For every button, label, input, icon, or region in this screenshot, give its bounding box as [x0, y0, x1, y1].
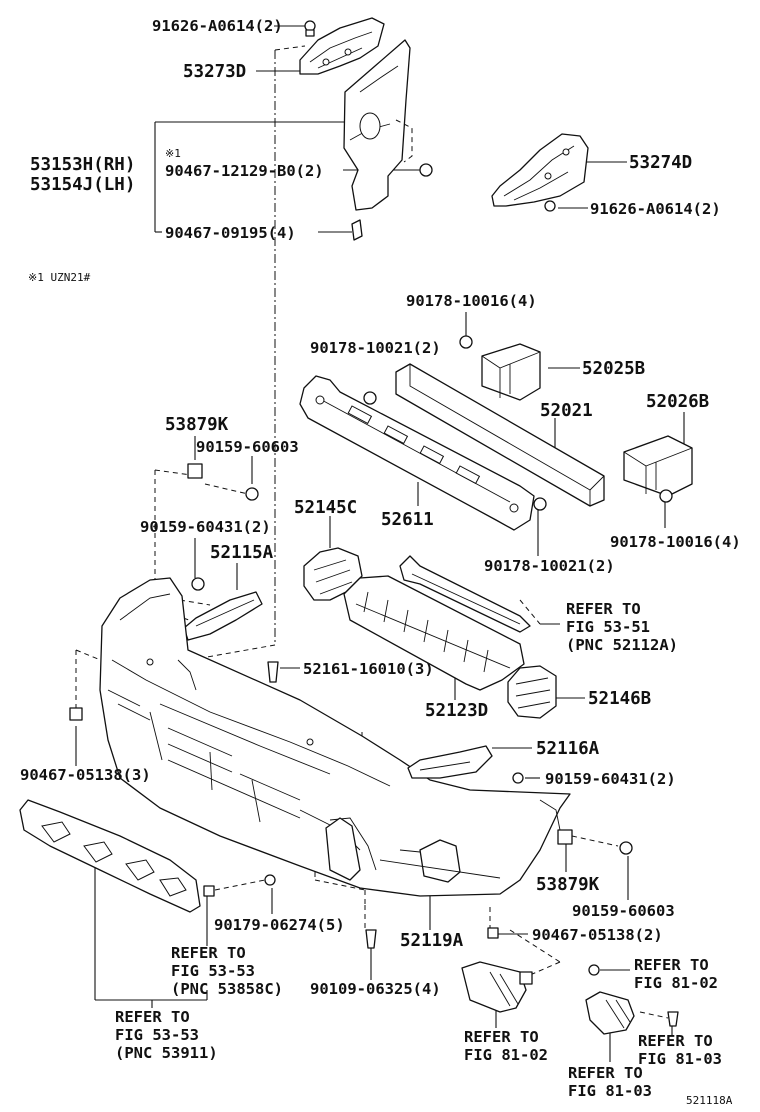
label-52145c: 52145C [294, 498, 357, 518]
label-refer-53-51-line2: FIG 53-51 [566, 618, 650, 636]
label-refer-53-53-line1: REFER TO [171, 944, 246, 962]
label-53879k-right: 53879K [536, 875, 600, 895]
label-53274d: 53274D [629, 153, 692, 173]
label-refer-53-53-line2: FIG 53-53 [171, 962, 255, 980]
clip-91626-top-shape [304, 20, 316, 37]
label-90179-06274: 90179-06274(5) [214, 916, 345, 934]
label-refer-53-51-line1: REFER TO [566, 600, 641, 618]
rail-52112a-shape [399, 555, 531, 633]
spoiler-53911-shape [19, 799, 201, 913]
label-52115a: 52115A [210, 543, 274, 563]
label-90178-10016-top: 90178-10016(4) [406, 292, 537, 310]
label-90109-06325: 90109-06325(4) [310, 980, 441, 998]
clip-90467-09195-shape [351, 219, 363, 241]
label-90467-05138-right: 90467-05138(2) [532, 926, 663, 944]
label-refer-53-53-bottom-line1: REFER TO [115, 1008, 190, 1026]
label-53153h-rh: 53153H(RH) [30, 155, 135, 175]
retainer-53879k-left-shape [187, 463, 259, 501]
clip-52161-shape [267, 661, 279, 683]
label-90467-12129-b0: 90467-12129-B0(2) [165, 162, 324, 180]
label-90178-10016-bottom: 90178-10016(4) [610, 533, 741, 551]
label-90159-60431-right: 90159-60431(2) [545, 770, 676, 788]
bracket-52026b-shape [623, 435, 693, 497]
nut-90178-bottom-shape [533, 489, 673, 511]
label-90178-10021-bottom: 90178-10021(2) [484, 557, 615, 575]
label-53879k-left: 53879K [165, 415, 229, 435]
label-refer-53-53-line3: (PNC 53858C) [171, 980, 283, 998]
label-52611: 52611 [381, 510, 434, 530]
bracket-53273d-shape [299, 17, 385, 75]
part-labels: 91626-A0614(2) 53273D ※1 53153H(RH) 5315… [20, 17, 741, 1107]
label-52146b: 52146B [588, 689, 651, 709]
clip-91626-right-shape [544, 200, 556, 212]
fasteners-lower-shape [69, 707, 499, 949]
label-refer-53-53-bottom-line2: FIG 53-53 [115, 1026, 199, 1044]
label-refer-81-03-bottom-line1: REFER TO [568, 1064, 643, 1082]
label-52116a: 52116A [536, 739, 600, 759]
reinforcement-52021-shape [395, 363, 605, 507]
label-refer-81-03-bottom-line2: FIG 81-03 [568, 1082, 652, 1100]
bracket-52025b-shape [481, 343, 541, 401]
spacer-52146b-shape [507, 665, 557, 719]
label-refer-81-03-right-line1: REFER TO [638, 1032, 713, 1050]
label-52021: 52021 [540, 401, 593, 421]
label-note-mark-1: ※1 [165, 147, 181, 160]
grille-52123d-shape [343, 575, 525, 691]
bracket-52116a-shape [407, 745, 524, 784]
label-refer-81-02-right-line1: REFER TO [634, 956, 709, 974]
lamp-81-03-shape [585, 964, 679, 1035]
label-refer-81-02-right-line2: FIG 81-02 [634, 974, 718, 992]
label-refer-81-02-bottom-line1: REFER TO [464, 1028, 539, 1046]
label-52119a: 52119A [400, 931, 464, 951]
label-53273d: 53273D [183, 62, 246, 82]
label-52161-16010: 52161-16010(3) [303, 660, 434, 678]
label-52025b: 52025B [582, 359, 645, 379]
label-91626-a0614-top: 91626-A0614(2) [152, 17, 283, 35]
retainer-53879k-right-shape [557, 829, 633, 855]
label-refer-81-02-bottom-line2: FIG 81-02 [464, 1046, 548, 1064]
spacer-52145c-shape [303, 547, 363, 601]
label-refer-53-51-line3: (PNC 52112A) [566, 636, 678, 654]
label-90159-60603-left: 90159-60603 [196, 438, 299, 456]
bracket-52115a-shape [183, 577, 263, 641]
nut-90178-top-shape [363, 335, 473, 405]
label-diagram-id: 521118A [686, 1094, 733, 1107]
label-90467-05138-left: 90467-05138(3) [20, 766, 151, 784]
bumper-cover-52119a-shape [99, 577, 571, 897]
label-refer-81-03-right-line2: FIG 81-03 [638, 1050, 722, 1068]
absorber-52611-shape [299, 375, 535, 531]
label-53154j-lh: 53154J(LH) [30, 175, 135, 195]
label-52026b: 52026B [646, 392, 709, 412]
label-90178-10021-top: 90178-10021(2) [310, 339, 441, 357]
mudguard-53153h-shape [343, 39, 413, 211]
label-52123d: 52123D [425, 701, 488, 721]
label-91626-a0614-right: 91626-A0614(2) [590, 200, 721, 218]
lamp-81-02-shape [461, 961, 533, 1013]
bracket-53274d-shape [491, 133, 589, 207]
label-90159-60603-right: 90159-60603 [572, 902, 675, 920]
label-90467-09195: 90467-09195(4) [165, 224, 296, 242]
clip-90467-12129-shape [419, 163, 433, 177]
label-90159-60431-left: 90159-60431(2) [140, 518, 271, 536]
label-footnote: ※1 UZN21# [28, 271, 91, 284]
label-refer-53-53-bottom-line3: (PNC 53911) [115, 1044, 218, 1062]
